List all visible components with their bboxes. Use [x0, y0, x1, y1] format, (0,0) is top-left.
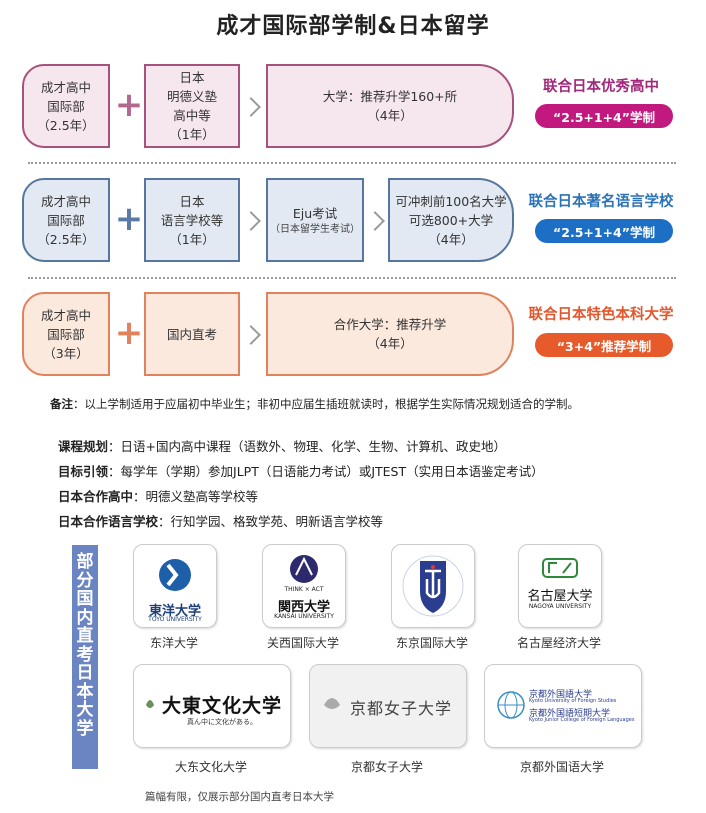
footer-note: 篇幅有限，仅展示部分国内直考日本大学	[145, 791, 334, 803]
plus-icon: +	[114, 313, 144, 353]
info-partner-language-schools: 日本合作语言学校：行知学园、格致学苑、明新语言学校等	[58, 514, 384, 529]
eju-exam-label: Eju考试	[292, 205, 338, 221]
note-label: 备注	[50, 397, 73, 411]
row1-step2-box: 日本 明德义塾 高中等 （1年）	[144, 64, 240, 148]
vertical-section-label: 部分国内直考日本大学	[72, 545, 98, 769]
row2-step1-box: 成才高中 国际部 （2.5年）	[22, 178, 110, 262]
university-name: 名古屋经济大学	[516, 636, 601, 650]
row2-step2-box: 日本 语言学校等 （1年）	[144, 178, 240, 262]
university-name: 京都女子大学	[350, 760, 423, 774]
note: 备注：以上学制适用于应届初中毕业生；非初中应届生插班就读时，根据学生实际情况规划…	[50, 396, 579, 412]
info-curriculum: 课程规划：日语+国内高中课程（语数外、物理、化学、生物、计算机、政史地）	[58, 439, 506, 454]
chevron-right-icon	[241, 325, 261, 345]
university-name: 东洋大学	[149, 636, 198, 650]
row3-plan-badge: “3+4”推荐学制	[535, 333, 673, 357]
plus-icon: +	[114, 85, 144, 125]
row1-step3-box: 大学：推荐升学160+所 （4年）	[266, 64, 514, 148]
row1-step1-box: 成才高中 国际部 （2.5年）	[22, 64, 110, 148]
nagoya-emblem-icon	[542, 558, 578, 578]
logo-kyoto-womens: 京都女子大学	[309, 664, 467, 748]
logo-daito-bunka: 大東文化大学 真ん中に文化がある。	[133, 664, 291, 748]
row2-partner-label: 联合日本著名语言学校	[528, 194, 674, 210]
divider	[28, 277, 676, 279]
row1-partner-label: 联合日本优秀高中	[543, 79, 659, 95]
university-name: 关西国际大学	[266, 636, 339, 650]
note-text: ：以上学制适用于应届初中毕业生；非初中应届生插班就读时，根据学生实际情况规划适合…	[73, 397, 579, 411]
row3-partner-label: 联合日本特色本科大学	[528, 307, 674, 323]
row2-step4-box: 可冲刺前100名大学 可选800+大学 （4年）	[388, 178, 514, 262]
row2-plan-badge: “2.5+1+4”学制	[535, 219, 673, 243]
university-name: 京都外国语大学	[519, 760, 604, 774]
divider	[28, 162, 676, 164]
logo-kansai: THINK × ACT 関西大学 KANSAI UNIVERSITY	[262, 544, 346, 628]
row3-step2-box: 国内直考	[144, 292, 240, 376]
globe-icon	[497, 691, 525, 719]
kansai-emblem-icon	[290, 555, 318, 583]
tiu-shield-icon	[402, 555, 464, 617]
toyo-emblem-icon	[159, 559, 191, 591]
row1-plan-badge: “2.5+1+4”学制	[535, 104, 673, 128]
page-title: 成才国际部学制&日本留学	[216, 14, 490, 39]
info-goals: 目标引领：每学年（学期）参加JLPT（日语能力考试）或JTEST（实用日本语鉴定…	[58, 464, 544, 479]
university-name: 东京国际大学	[395, 636, 468, 650]
chevron-right-icon	[365, 211, 385, 231]
logo-tokyo-international	[391, 544, 475, 628]
logo-toyo: 東洋大学 TOYO UNIVERSITY	[133, 544, 217, 628]
row3-step1-box: 成才高中 国际部 （3年）	[22, 292, 110, 376]
eju-exam-sub-label: （日本留学生考试）	[270, 223, 360, 235]
daito-emblem-icon	[146, 700, 154, 708]
row3-step3-box: 合作大学：推荐升学 （4年）	[266, 292, 514, 376]
chevron-right-icon	[241, 97, 261, 117]
plus-icon: +	[114, 199, 144, 239]
row2-step3-box: Eju考试 （日本留学生考试）	[266, 178, 364, 262]
university-name: 大东文化大学	[174, 760, 247, 774]
kyoto-womens-crest-icon	[324, 698, 340, 709]
chevron-right-icon	[241, 211, 261, 231]
info-partner-high-schools: 日本合作高中：明德义塾高等学校等	[58, 489, 259, 504]
logo-kyoto-foreign: 京都外国語大学 Kyoto University of Foreign Stud…	[484, 664, 642, 748]
logo-nagoya: 名古屋大学 NAGOYA UNIVERSITY	[518, 544, 602, 628]
